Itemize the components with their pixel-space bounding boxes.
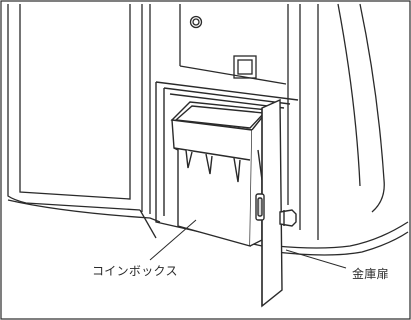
base-edge-right-2 bbox=[275, 231, 409, 256]
keyhole-inner bbox=[192, 18, 200, 26]
coin-box-front bbox=[171, 119, 253, 247]
safe-door-edge bbox=[261, 98, 283, 308]
left-window bbox=[19, 4, 131, 200]
coin-box-prong-2 bbox=[205, 153, 213, 175]
left-panel-edge bbox=[7, 4, 141, 211]
leader-lines bbox=[149, 219, 347, 269]
upper-panel bbox=[179, 4, 287, 85]
coin-window-inner bbox=[237, 59, 253, 75]
opening-inner-top-2 bbox=[169, 93, 285, 109]
safe-door-handle-icon bbox=[279, 209, 297, 227]
base-corner bbox=[139, 209, 157, 239]
opening-top bbox=[155, 81, 299, 101]
safe-door bbox=[255, 98, 297, 308]
coin-window-outer bbox=[233, 55, 257, 79]
right-curve-1 bbox=[359, 3, 385, 213]
label-coin-box: コインボックス bbox=[92, 264, 178, 278]
coin-box-prong-1 bbox=[185, 149, 193, 169]
base-edge-left bbox=[7, 199, 161, 223]
coin-box-prong-3 bbox=[233, 157, 241, 183]
leader-coin-box bbox=[149, 219, 197, 261]
leader-safe-door bbox=[285, 249, 347, 269]
upper-panel-bottom-edge bbox=[179, 65, 287, 85]
base-edge-right bbox=[275, 221, 409, 249]
label-safe-door: 金庫扉 bbox=[352, 267, 389, 281]
coin-box bbox=[170, 101, 271, 247]
machine-body bbox=[7, 3, 409, 256]
keyhole-icon bbox=[189, 15, 203, 29]
opening-inner-top bbox=[163, 87, 291, 105]
right-curve-2 bbox=[337, 3, 361, 187]
safe-door-latch-slot bbox=[257, 197, 263, 217]
